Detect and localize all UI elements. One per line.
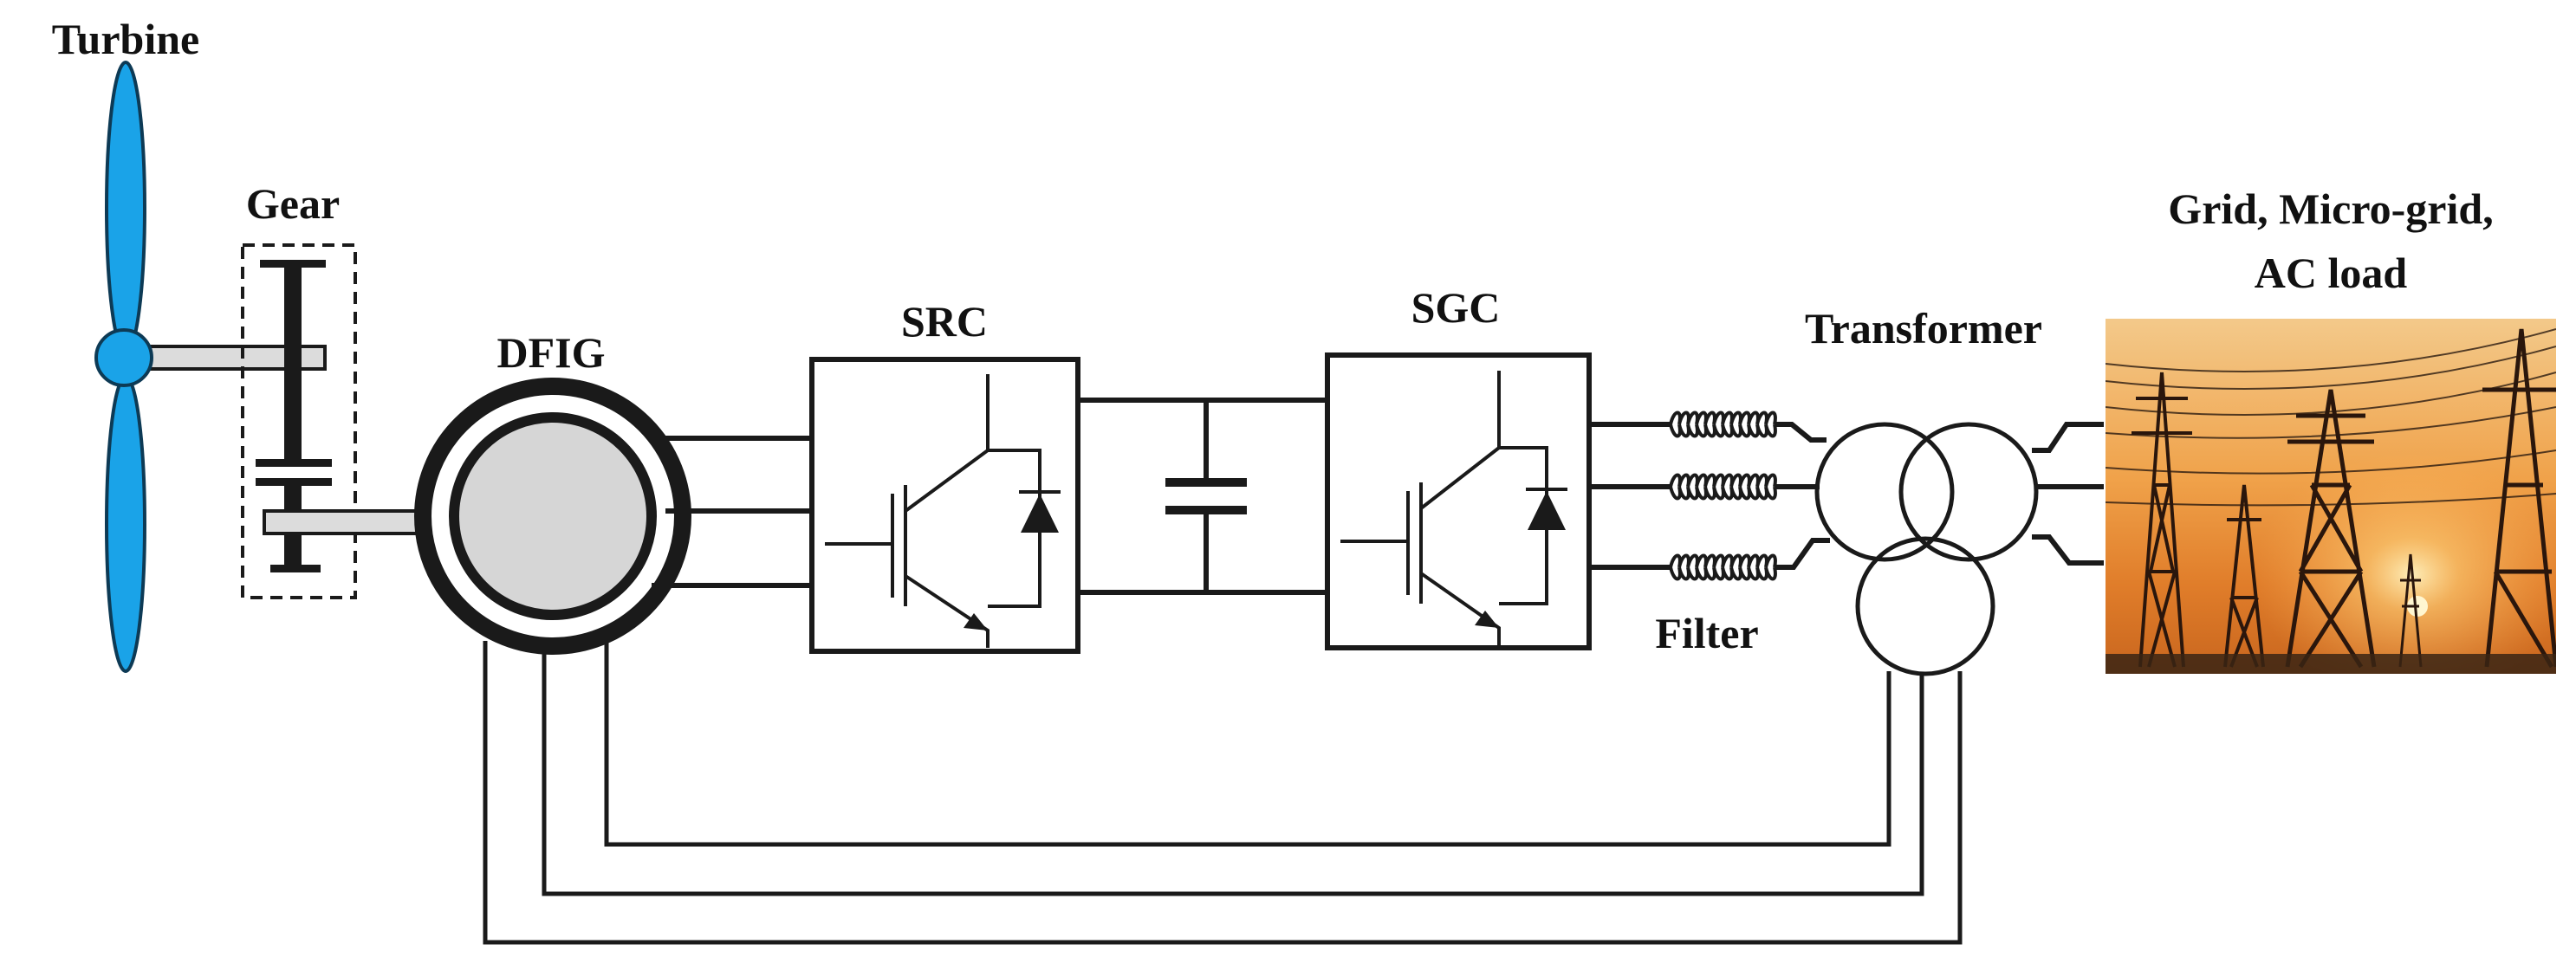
transformer-winding-right: [1898, 422, 2039, 562]
capacitor-plate-bottom: [1165, 506, 1247, 514]
inductor-3: [1669, 553, 1777, 581]
src-emitter-arrow: [964, 613, 988, 630]
gearbox: [241, 243, 426, 599]
pylon-icon-5: [2482, 328, 2556, 669]
grid-photo: [2106, 319, 2556, 674]
src-igbt-gate: [825, 494, 894, 598]
turbine-label: Turbine: [52, 15, 199, 63]
pylon-icon-3: [2285, 389, 2377, 669]
src-diode: [1021, 494, 1059, 533]
turbine-blade-top: [105, 61, 146, 355]
dfig-rotor: [449, 412, 657, 620]
gear-output-shaft: [263, 509, 426, 535]
sgc-igbt-gate: [1340, 491, 1410, 595]
dfig-label: DFIG: [497, 328, 606, 377]
gear-plate-bottom: [256, 478, 332, 486]
stator-return-middle: [542, 645, 1924, 896]
transformer-winding-bottom: [1855, 536, 1995, 676]
inductor-1: [1669, 411, 1777, 438]
turbine: [94, 61, 327, 673]
filter-out-1: [1775, 422, 1827, 443]
transformer-winding-left: [1814, 422, 1955, 562]
stator-return-inner: [604, 641, 1891, 847]
pylon-icon-4: [2398, 553, 2423, 668]
gear-enclosure: [241, 243, 357, 599]
filter-out-3: [1775, 538, 1830, 570]
capacitor-plate-top: [1165, 478, 1247, 487]
gear-plate-mid: [256, 459, 332, 467]
grid-label-line2: AC load: [2255, 249, 2408, 297]
gear-plate-top: [260, 260, 326, 268]
grid-label-line1: Grid, Micro-grid,: [2168, 184, 2493, 233]
src-converter: [809, 357, 1080, 654]
src-label: SRC: [901, 297, 988, 346]
turbine-blade-bottom: [105, 375, 146, 673]
grid-wire-3: [2032, 534, 2104, 566]
inductor-2: [1669, 473, 1777, 501]
gear-label: Gear: [246, 179, 340, 228]
filter: [1589, 411, 1830, 581]
dfig-generator: [414, 378, 691, 655]
turbine-hub: [94, 328, 153, 387]
grid-wire-1: [2032, 422, 2104, 453]
pylon-icon-2: [2223, 484, 2265, 668]
sgc-label: SGC: [1411, 283, 1501, 332]
transformer: [1814, 422, 2039, 676]
sgc-converter: [1325, 352, 1592, 650]
gear-shaft-large: [284, 260, 302, 466]
transformer-label: Transformer: [1805, 304, 2042, 352]
sgc-diode: [1528, 491, 1566, 530]
gear-plate-base: [270, 565, 321, 572]
filter-label: Filter: [1655, 609, 1758, 657]
sgc-emitter-arrow: [1475, 611, 1499, 628]
dc-link: [1078, 398, 1327, 595]
stator-return-outer: [483, 641, 1963, 945]
pylon-icon-1: [2132, 372, 2192, 668]
